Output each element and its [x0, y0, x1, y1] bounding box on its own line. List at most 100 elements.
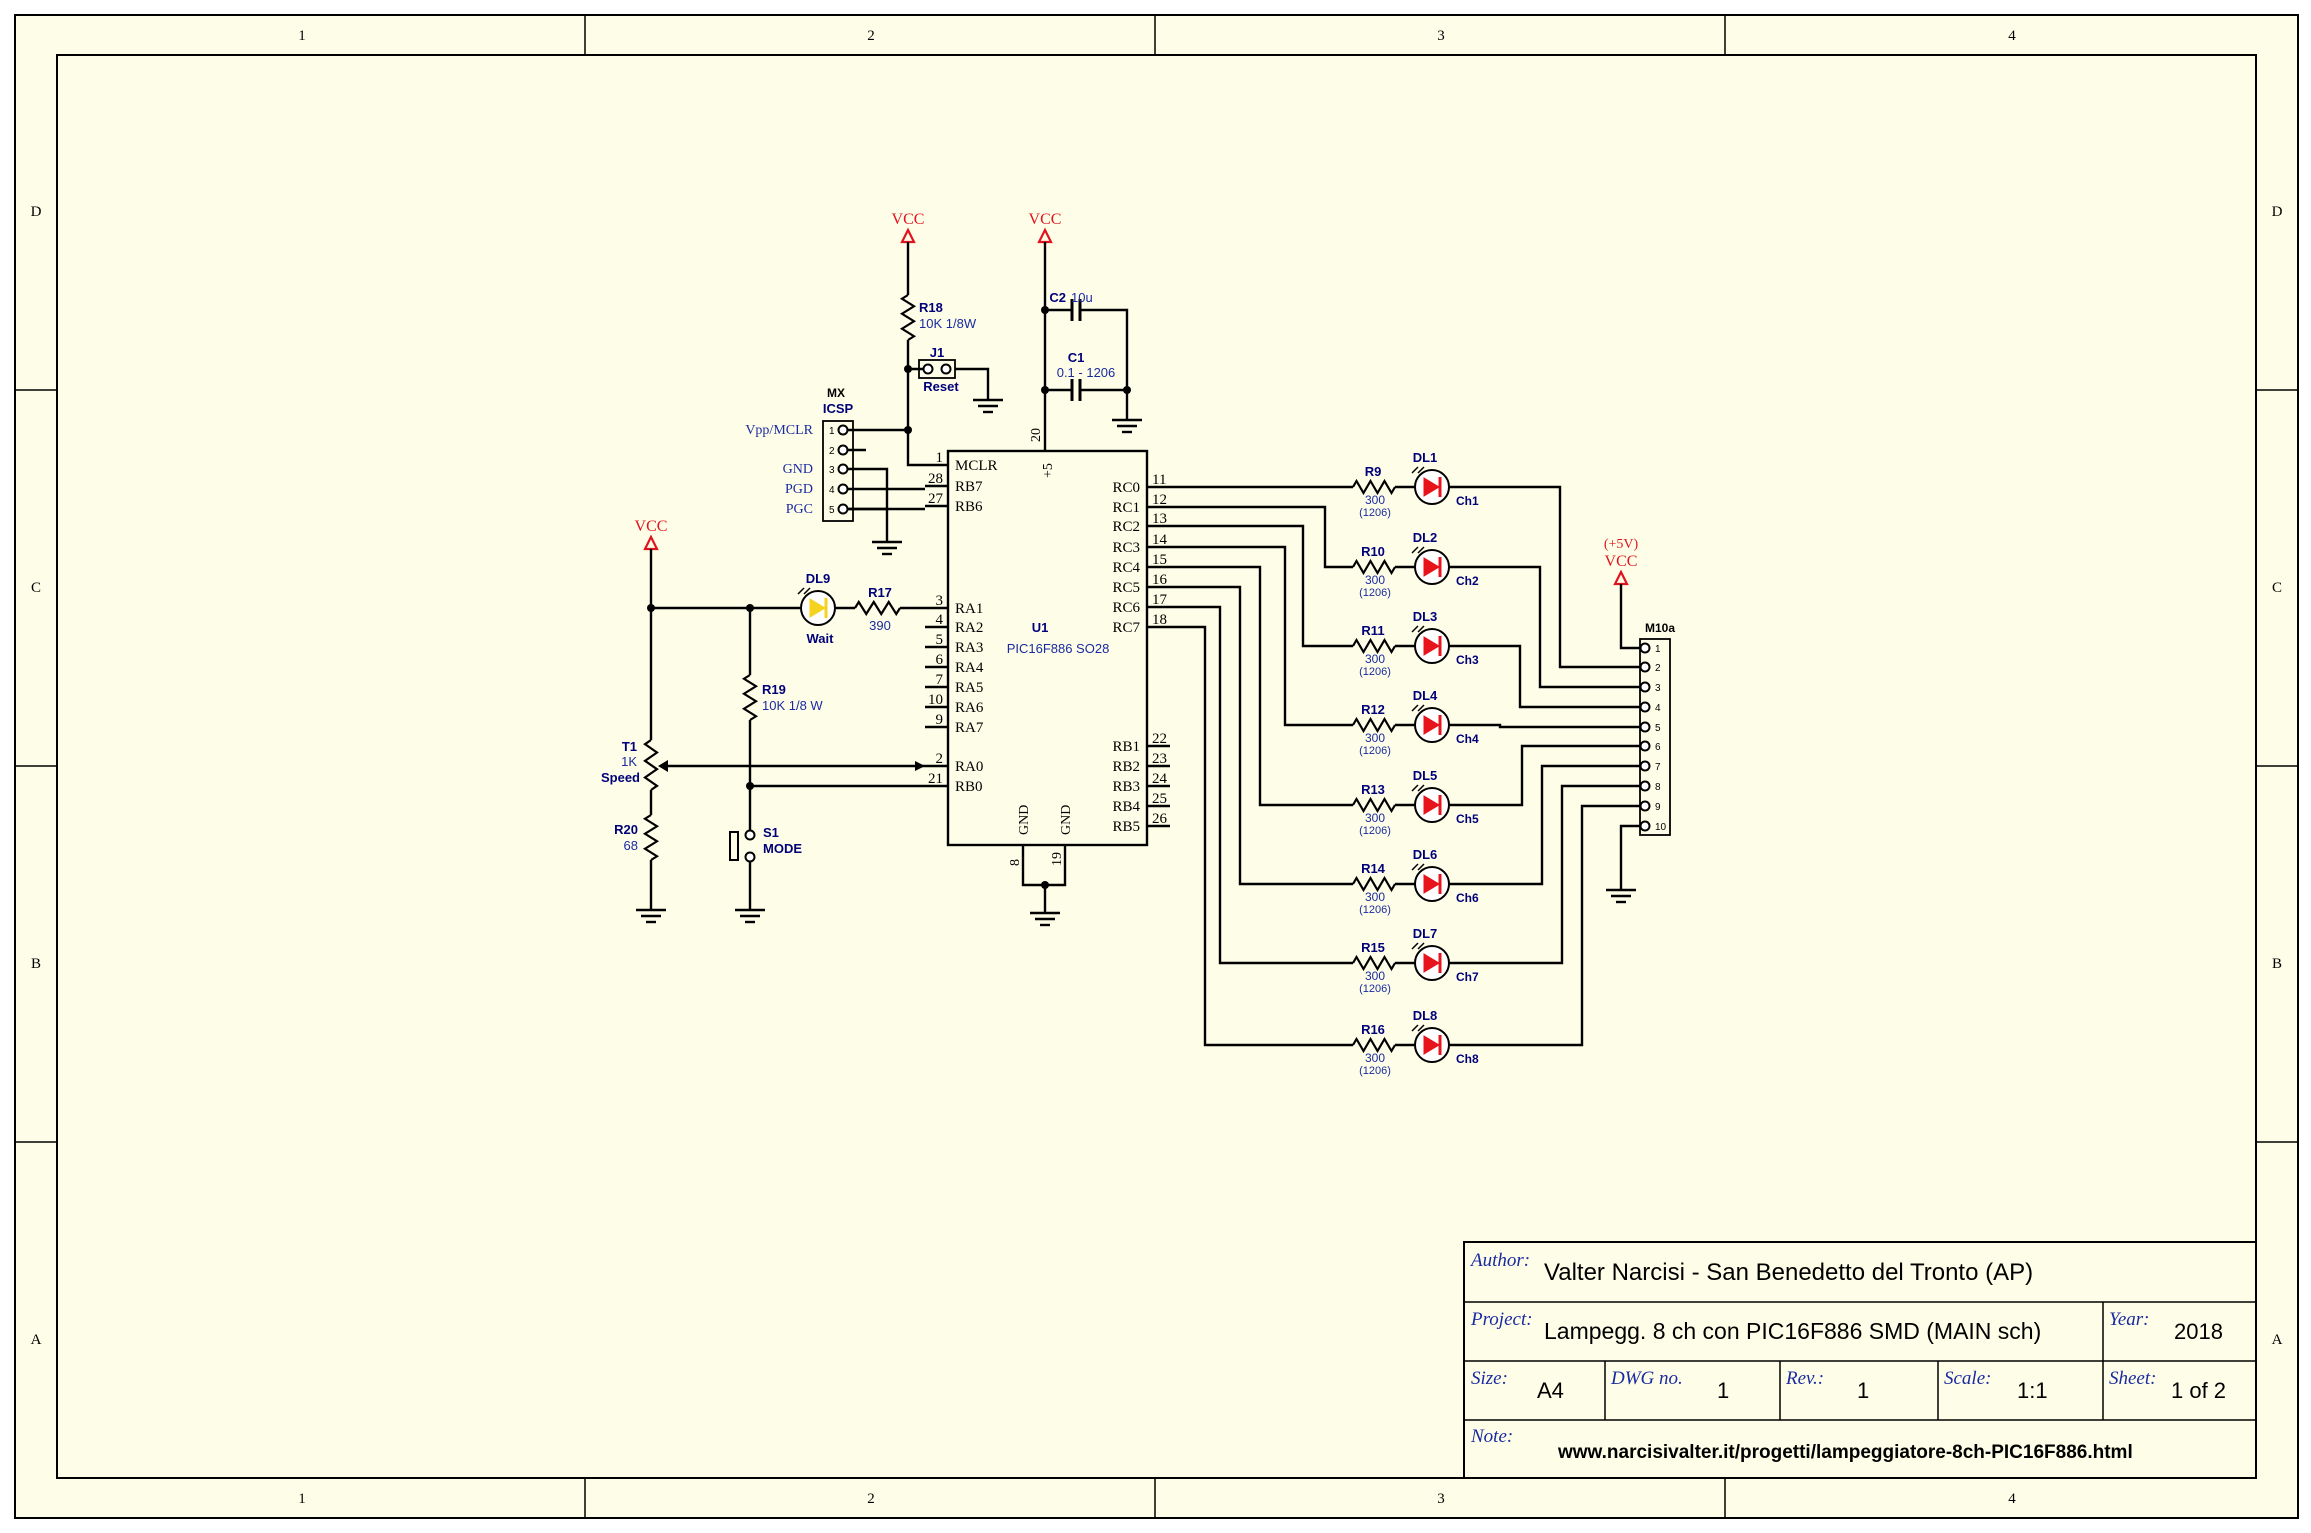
light-ray-icon	[1411, 466, 1419, 474]
wire	[1170, 605, 1353, 965]
pin-number: 27	[928, 491, 944, 507]
t1-ref: T1	[622, 739, 637, 754]
pin-name: RA7	[955, 720, 984, 736]
r17-ref: R17	[868, 585, 892, 600]
pin-circle-icon	[1639, 642, 1651, 654]
resistor-icon	[642, 814, 660, 861]
row-label: C	[31, 580, 41, 596]
pin-number: 28	[928, 471, 943, 487]
pin-number: 12	[1152, 492, 1167, 508]
channel-resistor-ref: R10	[1361, 544, 1385, 559]
resistor-icon	[1352, 796, 1396, 814]
channel-name: Ch6	[1456, 891, 1479, 905]
wire	[1170, 505, 1353, 569]
light-ray-icon	[1417, 466, 1425, 474]
project-value: Lampegg. 8 ch con PIC16F886 SMD (MAIN sc…	[1544, 1318, 2041, 1344]
c2-ref: C2	[1049, 290, 1066, 305]
led-triangle-icon	[1423, 795, 1440, 815]
vcc-label: VCC	[1029, 211, 1062, 228]
pin-number: 4	[936, 612, 944, 628]
sheet-value: 1 of 2	[2171, 1378, 2226, 1403]
pin-circle-icon	[837, 463, 849, 475]
icsp-label: GND	[783, 462, 813, 477]
pin-name: RC2	[1112, 519, 1140, 535]
rev-value: 1	[1857, 1378, 1869, 1403]
channel-resistor-value: 300	[1365, 1051, 1385, 1065]
pin-number: 6	[1655, 742, 1661, 753]
plus5v-label: (+5V)	[1604, 537, 1639, 552]
channel-led-ref: DL1	[1413, 450, 1438, 465]
channel-name: Ch8	[1456, 1052, 1479, 1066]
pin-number: 4	[1655, 703, 1661, 714]
pin-name: RA6	[955, 700, 984, 716]
light-ray-icon	[1411, 625, 1419, 633]
pin-number: 14	[1152, 532, 1168, 548]
light-ray-icon	[1411, 863, 1419, 871]
pin-circle-icon	[1639, 721, 1651, 733]
s1-name: MODE	[763, 841, 802, 856]
light-ray-icon	[1411, 784, 1419, 792]
pin-number: 6	[936, 652, 944, 668]
channel-resistor-value: 300	[1365, 731, 1385, 745]
pin-number: 8	[1008, 859, 1023, 866]
column-label: 4	[2008, 28, 2016, 44]
led-triangle-icon	[1423, 636, 1440, 656]
channel-resistor-ref: R12	[1361, 702, 1385, 717]
pin-number: 17	[1152, 592, 1168, 608]
pin-number: 21	[928, 771, 943, 787]
pin-name: RC3	[1112, 540, 1140, 556]
vcc-label: VCC	[1605, 553, 1638, 570]
pushbutton-s1-icon	[729, 831, 739, 861]
light-ray-icon	[1417, 546, 1425, 554]
year-label: Year:	[2109, 1309, 2149, 1330]
pin-name: RA0	[955, 759, 983, 775]
icsp-label: Vpp/MCLR	[745, 423, 813, 438]
channel-resistor-package: (1206)	[1359, 666, 1391, 678]
pin-name: RB4	[1112, 799, 1140, 815]
wire	[1619, 824, 1640, 880]
pin-circle-icon	[837, 483, 849, 495]
sheet-label: Sheet:	[2109, 1368, 2156, 1389]
pin-name: RB1	[1112, 739, 1140, 755]
led-triangle-icon	[1423, 557, 1440, 577]
resistor-icon	[741, 674, 759, 721]
channel-output-wire	[1449, 485, 1640, 669]
column-label: 3	[1437, 28, 1445, 44]
light-ray-icon	[1411, 942, 1419, 950]
r18-ref: R18	[919, 300, 943, 315]
pin-number: 5	[829, 505, 835, 516]
wire	[1170, 625, 1353, 1047]
s1-ref: S1	[763, 825, 779, 840]
channel-resistor-package: (1206)	[1359, 983, 1391, 995]
author-value: Valter Narcisi - San Benedetto del Tront…	[1544, 1259, 2033, 1286]
pin-name: RB7	[955, 479, 983, 495]
light-ray-icon	[1417, 704, 1425, 712]
channel-resistor-package: (1206)	[1359, 745, 1391, 757]
resistor-icon	[1352, 954, 1396, 972]
pin-circle-icon	[922, 363, 934, 375]
m10a-ref: M10a	[1645, 621, 1675, 635]
resistor-icon	[1352, 478, 1396, 496]
resistor-icon	[854, 599, 901, 617]
dl9-name: Wait	[807, 631, 835, 646]
pin-number: 20	[1029, 428, 1044, 442]
resistor-icon	[1352, 637, 1396, 655]
pin-circle-icon	[1639, 780, 1651, 792]
pin-name: MCLR	[955, 458, 998, 474]
channel-resistor-ref: R13	[1361, 782, 1385, 797]
pin-number: 5	[936, 632, 944, 648]
pin-number: 3	[1655, 683, 1661, 694]
dwg-label: DWG no.	[1610, 1368, 1683, 1389]
vcc-label: VCC	[892, 211, 925, 228]
pin-name: GND	[1059, 805, 1074, 835]
channel-resistor-package: (1206)	[1359, 587, 1391, 599]
wire	[1170, 524, 1353, 648]
size-value: A4	[1537, 1378, 1564, 1403]
channel-led-ref: DL7	[1413, 926, 1438, 941]
scale-value: 1:1	[2017, 1378, 2048, 1403]
light-ray-icon	[1417, 863, 1425, 871]
led-triangle-icon	[809, 598, 826, 618]
pin-circle-icon	[1639, 820, 1651, 832]
pin-circle-icon	[1639, 681, 1651, 693]
pin-number: 7	[1655, 762, 1661, 773]
